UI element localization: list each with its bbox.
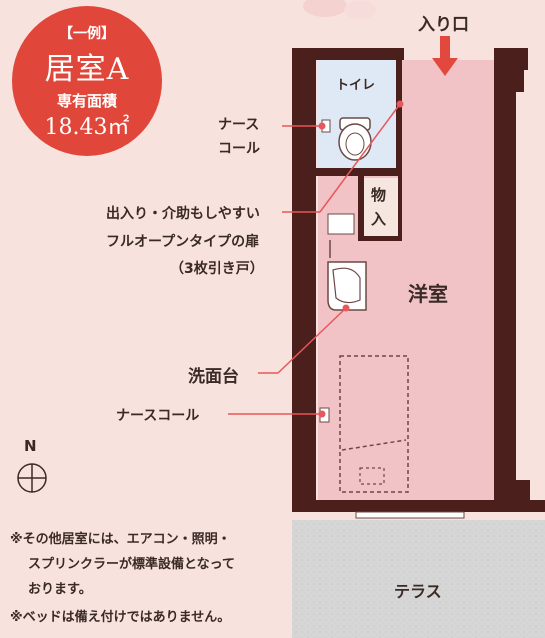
door-label-line1: 出入り・介助もしやすい [106,206,260,222]
western-room-label: 洋室 [408,282,448,306]
badge-room-name: 居室A [44,52,130,87]
door-label-line3: （3枚引き戸） [170,261,264,277]
terrace-texture [292,520,545,638]
entrance-arrow [432,36,458,76]
room-badge: 【一例】 居室A 専有面積 18.43㎡ [12,6,162,156]
note-line-4: ※ベッドは備え付けではありません。 [10,610,231,625]
toilet-label: トイレ [336,78,376,93]
walls [292,48,545,512]
note-line-1: ※その他居室には、エアコン・照明・ [10,532,231,547]
nurse-call-bottom-label: ナースコール [116,408,200,424]
storage-label-line2: 入 [371,210,387,228]
terrace-window [355,511,465,519]
storage-label-line1: 物 [371,186,387,204]
washbasin-label: 洗面台 [188,367,239,387]
note-line-3: おります。 [28,582,92,597]
storage-floor [362,178,398,236]
terrace-label: テラス [394,582,442,601]
bed-pillow [359,467,385,485]
badge-type: 【一例】 [59,26,115,42]
badge-area-label: 専有面積 [56,92,117,110]
sakura-petal-decoration [303,0,376,19]
nurse-call-top-label-line1: ナース [218,117,260,133]
nurse-call-top-label-line2: コール [218,141,260,157]
badge-area-value: 18.43㎡ [44,115,130,140]
compass-north-label: N [24,437,37,455]
bed-outline [339,355,409,493]
note-line-2: スプリンクラーが標準設備となって [28,557,235,572]
leader-lines [228,100,404,418]
sliding-door [327,213,355,235]
door-label-line2: フルオープンタイプの扉 [106,234,260,250]
entrance-label: 入り口 [418,15,469,35]
compass-icon [17,463,47,493]
